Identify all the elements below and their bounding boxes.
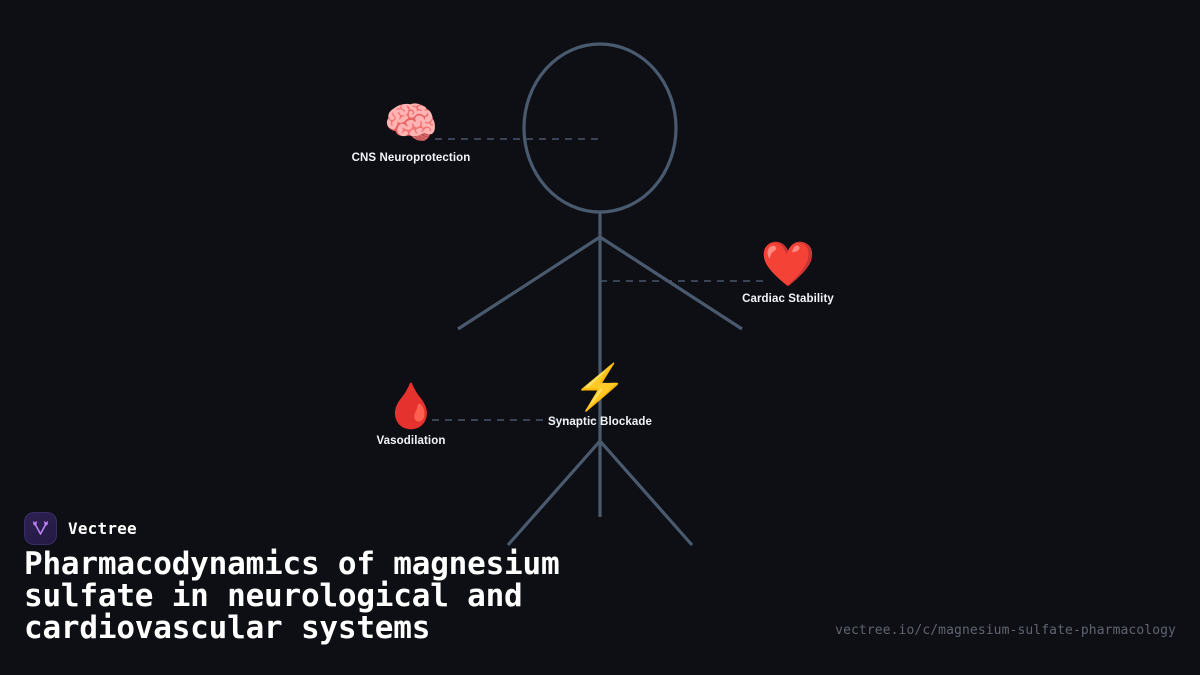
brain-icon: 🧠 [383,99,439,148]
figure-arm-left [457,235,601,331]
annotation-node-vasodilation[interactable]: 🩸 Vasodilation [341,382,481,448]
figure-arm-right [599,235,743,331]
figure-leg-right [598,439,694,547]
annotation-label-synaptic: Synaptic Blockade [548,416,652,428]
brand-name: Vectree [68,519,137,538]
annotation-node-cardiac[interactable]: ❤️ Cardiac Stability [718,240,858,306]
annotation-label-cns: CNS Neuroprotection [351,152,471,164]
annotation-node-cns[interactable]: 🧠 CNS Neuroprotection [341,99,481,165]
heart-icon: ❤️ [760,240,816,289]
page-title: Pharmacodynamics of magnesium sulfate in… [24,546,560,646]
blood-drop-icon: 🩸 [383,382,439,431]
annotation-label-vasodilation: Vasodilation [376,435,446,447]
stick-figure-body [457,42,743,547]
annotation-label-cardiac: Cardiac Stability [742,293,834,305]
annotation-connectors [432,138,766,421]
brand-row: Vectree [24,512,137,545]
vectree-logo-icon [24,512,57,545]
annotation-node-synaptic[interactable]: ⚡ Synaptic Blockade [530,363,670,429]
lightning-bolt-icon: ⚡ [572,363,628,412]
figure-head [522,42,678,214]
vectree-logo-mark [32,521,49,535]
figure-leg-left [506,439,602,547]
page-url: vectree.io/c/magnesium-sulfate-pharmacol… [835,623,1176,638]
